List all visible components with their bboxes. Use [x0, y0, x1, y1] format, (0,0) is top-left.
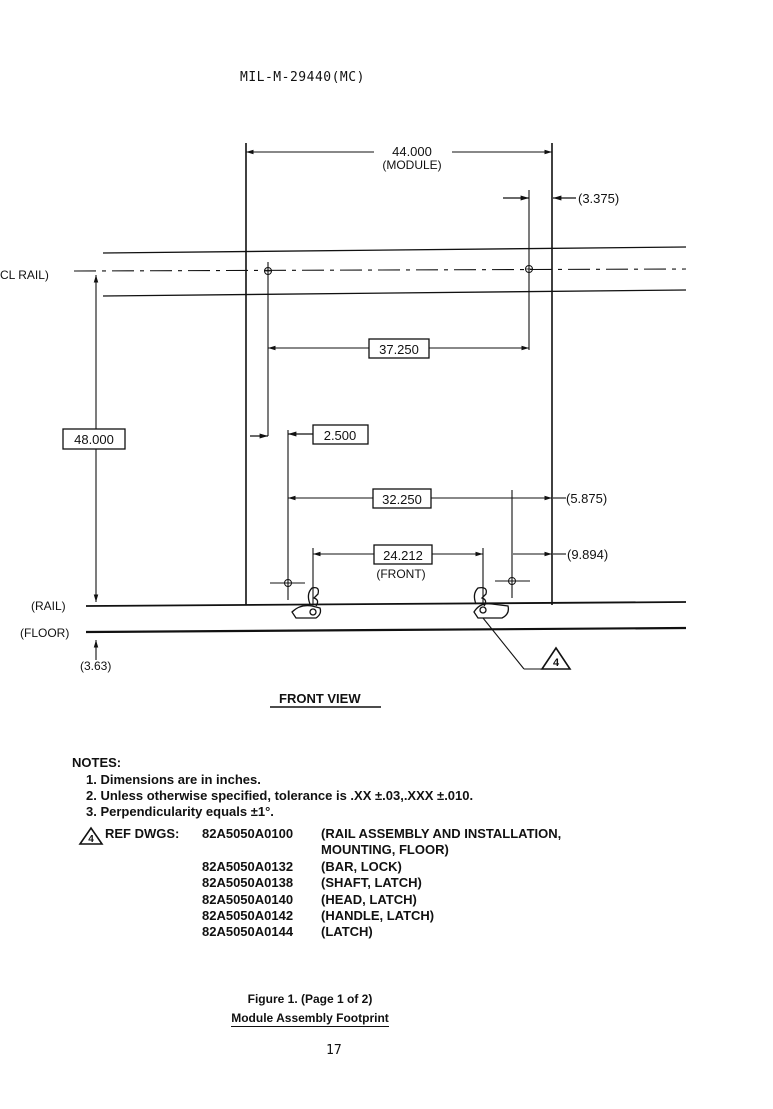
- figure-caption: Figure 1. (Page 1 of 2): [247, 992, 373, 1006]
- dim-3375-value: (3.375): [578, 191, 619, 206]
- front-view-drawing: 44.000 (MODULE) (3.375) CL RAIL) 37.250 …: [0, 143, 687, 708]
- ref-number: 82A5050A0140: [202, 891, 294, 907]
- rail-label: (RAIL): [31, 599, 66, 613]
- notes-block: NOTES: 1. Dimensions are in inches. 2. U…: [72, 755, 473, 820]
- figure-title-text: Module Assembly Footprint: [231, 1011, 389, 1027]
- ref-number: 82A5050A0100: [202, 826, 294, 841]
- dim-5875-value: (5.875): [566, 491, 607, 506]
- flag-leader: [482, 617, 525, 670]
- dim-24212-value: 24.212: [383, 548, 423, 563]
- dim-37250-value: 37.250: [379, 342, 419, 357]
- dim-48000-value: 48.000: [74, 432, 114, 447]
- ref-description: (LATCH): [321, 924, 373, 940]
- dim-24212-label: (FRONT): [376, 567, 425, 581]
- dim-2500-box: [312, 424, 369, 445]
- cl-rail-label: CL RAIL): [0, 268, 49, 282]
- dim-24212-box: [373, 544, 433, 565]
- latch-center-mark-left: [284, 579, 292, 587]
- rail-line: [85, 601, 687, 607]
- dim-44000-label: (MODULE): [382, 158, 441, 172]
- flag-note-number: 4: [553, 657, 560, 669]
- ref-number: 82A5050A0138: [202, 875, 294, 891]
- latch-left-icon: [291, 586, 322, 619]
- dim-32250-value: 32.250: [382, 492, 422, 507]
- note-item: 1. Dimensions are in inches.: [86, 772, 261, 787]
- ref-description: MOUNTING, FLOOR): [321, 842, 449, 858]
- figure-title: Module Assembly Footprint: [0, 1011, 620, 1027]
- ref-description: (BAR, LOCK): [321, 858, 402, 874]
- ref-flag-number: 4: [88, 834, 94, 845]
- ref-description: (HEAD, LATCH): [321, 891, 417, 907]
- ref-label: REF DWGS:: [105, 826, 180, 841]
- dim-363-value: (3.63): [80, 659, 111, 673]
- floor-label: (FLOOR): [20, 626, 69, 640]
- floor-line: [85, 626, 687, 634]
- note-item: 2. Unless otherwise specified, tolerance…: [86, 788, 474, 803]
- flag-note-triangle-icon: [540, 646, 572, 670]
- dim-37250-box: [368, 338, 430, 359]
- ref-description: (HANDLE, LATCH): [321, 907, 435, 923]
- dim-48000-box: [62, 428, 126, 450]
- latch-right-icon: [473, 586, 510, 619]
- ref-description: (SHAFT, LATCH): [321, 875, 422, 891]
- view-title: FRONT VIEW: [279, 691, 361, 706]
- dim-44000-value: 44.000: [392, 144, 432, 159]
- rail-bottom-line: [102, 289, 687, 297]
- rail-top-line: [102, 246, 687, 254]
- dim-2500-value: 2.500: [324, 428, 357, 443]
- note-item: 3. Perpendicularity equals ±1°.: [86, 804, 274, 819]
- latch-center-mark-right: [508, 577, 516, 585]
- ref-flag-triangle-icon: 4: [78, 826, 104, 845]
- rail-centerline: [73, 268, 687, 272]
- page-number: 17: [326, 1043, 342, 1058]
- dim-32250-box: [372, 488, 432, 509]
- ref-number: 82A5050A0142: [202, 907, 294, 923]
- ref-number: 82A5050A0144: [202, 924, 294, 940]
- ref-number: 82A5050A0132: [202, 858, 294, 874]
- document-id: MIL-M-29440(MC): [240, 70, 365, 85]
- notes-title: NOTES:: [72, 755, 122, 770]
- ref-description: (RAIL ASSEMBLY AND INSTALLATION,: [321, 826, 562, 841]
- dim-9894-value: (9.894): [567, 547, 608, 562]
